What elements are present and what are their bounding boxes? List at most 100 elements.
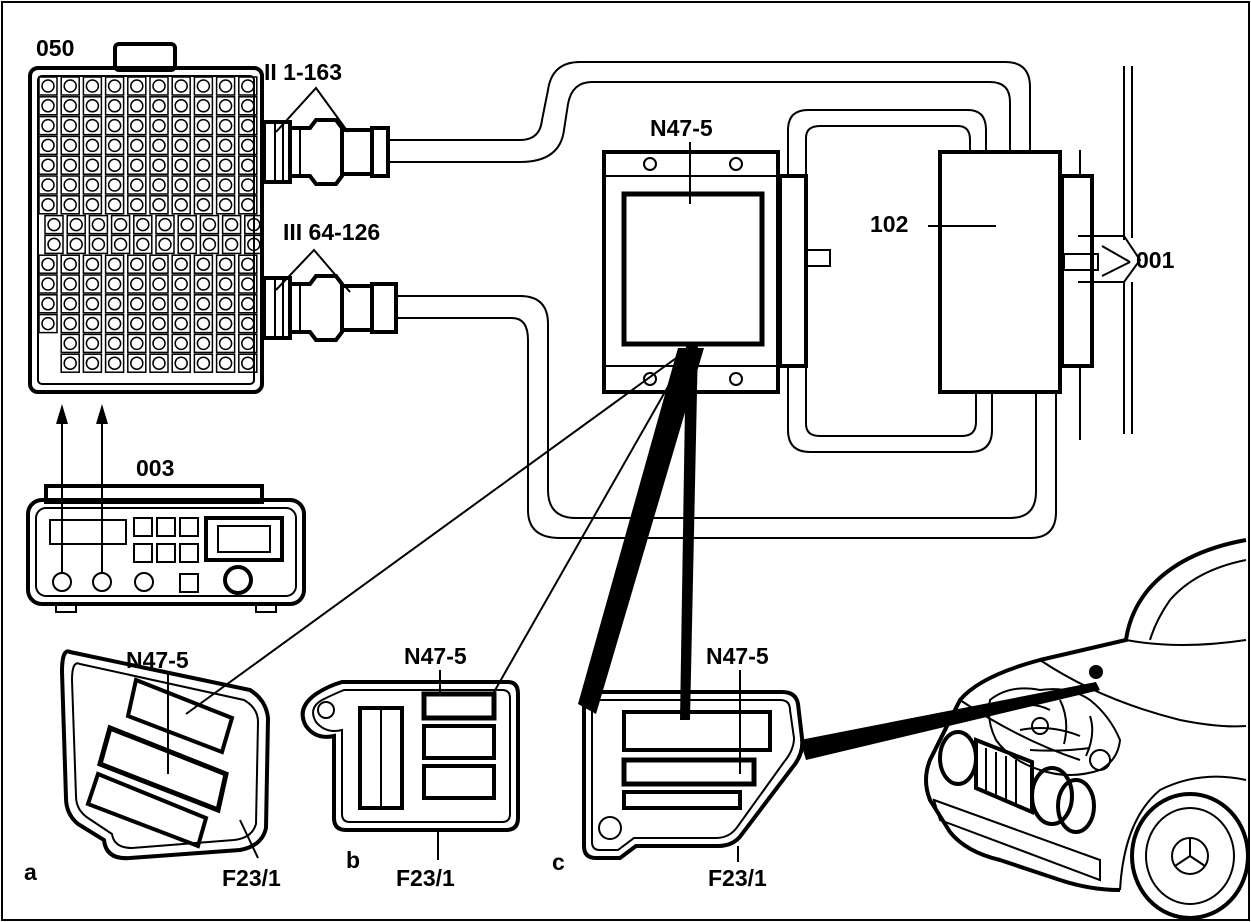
socket-cell <box>215 155 236 175</box>
socket-cell <box>199 214 220 235</box>
socket-cell <box>127 333 147 354</box>
socket-hole <box>174 257 188 271</box>
socket-hole <box>69 217 83 232</box>
variant-a-letter: a <box>24 859 37 885</box>
socket-hole <box>107 118 122 133</box>
socket-hole <box>152 336 166 351</box>
socket-cell <box>60 333 80 354</box>
socket-cell <box>66 214 86 235</box>
socket-hole <box>152 118 166 133</box>
socket-cell <box>104 294 125 314</box>
socket-hole <box>136 237 150 252</box>
socket-hole <box>196 198 211 212</box>
socket-hole <box>152 99 166 113</box>
socket-hole <box>63 356 77 370</box>
socket-cell <box>215 96 236 116</box>
fuse-box-variant-b <box>300 680 520 832</box>
socket-cell <box>193 135 214 156</box>
socket-hole <box>174 99 188 113</box>
meter-label: 003 <box>136 455 174 481</box>
socket-hole <box>196 99 211 113</box>
socket-hole <box>85 138 100 153</box>
socket-hole <box>130 257 144 271</box>
socket-hole <box>130 118 144 133</box>
variant-c-letter: c <box>552 849 565 875</box>
fuse-box-variant-c <box>582 690 805 860</box>
socket-hole <box>85 198 100 212</box>
car-illustration <box>924 538 1250 920</box>
socket-hole <box>130 158 144 172</box>
socket-hole <box>174 277 188 291</box>
socket-hole <box>130 277 144 291</box>
socket-cell <box>133 214 153 235</box>
socket-cell <box>149 294 169 314</box>
socket-cell <box>127 195 147 215</box>
socket-hole <box>180 237 194 252</box>
multimeter-003 <box>26 484 306 613</box>
socket-cell <box>82 294 103 314</box>
socket-cell <box>60 155 80 175</box>
socket-cell <box>104 313 125 334</box>
socket-cell <box>199 234 220 255</box>
socket-hole <box>196 178 211 192</box>
socket-cell <box>38 76 58 96</box>
socket-cell <box>215 175 236 195</box>
socket-cell <box>82 313 103 334</box>
socket-hole <box>130 198 144 212</box>
test-box-050 <box>28 42 264 394</box>
socket-cell <box>38 274 58 294</box>
socket-hole <box>196 257 211 271</box>
socket-cell <box>171 254 191 274</box>
socket-hole <box>41 316 55 331</box>
socket-cell <box>244 234 264 255</box>
socket-hole <box>218 178 233 192</box>
socket-hole <box>107 79 122 93</box>
socket-cell <box>104 96 125 116</box>
socket-cell <box>127 294 147 314</box>
socket-hole <box>152 257 166 271</box>
socket-cell <box>193 115 214 136</box>
socket-cell <box>38 254 58 274</box>
socket-cell <box>221 234 242 255</box>
socket-cell <box>149 155 169 175</box>
socket-hole <box>174 356 188 370</box>
socket-hole <box>63 297 77 311</box>
socket-hole <box>218 297 233 311</box>
module-102 <box>938 150 1099 440</box>
socket-hole <box>107 138 122 153</box>
adapter-label: 001 <box>1136 247 1175 273</box>
socket-hole <box>174 79 188 93</box>
socket-hole <box>152 158 166 172</box>
socket-hole <box>130 99 144 113</box>
module-link <box>806 249 831 267</box>
socket-hole <box>152 79 166 93</box>
socket-cell <box>149 175 169 195</box>
socket-cell <box>60 96 80 116</box>
socket-grid <box>38 76 264 373</box>
socket-hole <box>85 178 100 192</box>
socket-hole <box>69 237 83 252</box>
socket-cell <box>82 175 103 195</box>
socket-cell <box>149 353 169 373</box>
socket-cell <box>60 254 80 274</box>
socket-hole <box>41 297 55 311</box>
socket-hole <box>41 118 55 133</box>
socket-hole <box>152 138 166 153</box>
socket-cell <box>82 195 103 215</box>
socket-cell <box>38 195 58 215</box>
socket-hole <box>85 336 100 351</box>
socket-cell <box>238 333 258 354</box>
socket-cell <box>104 155 125 175</box>
socket-cell <box>60 76 80 96</box>
socket-hole <box>218 118 233 133</box>
socket-cell <box>171 333 191 354</box>
socket-cell <box>193 274 214 294</box>
socket-cell <box>104 353 125 373</box>
socket-hole <box>196 158 211 172</box>
variant-a-box-label: F23/1 <box>222 865 281 891</box>
socket-cell <box>238 76 258 96</box>
socket-cell <box>171 96 191 116</box>
socket-cell <box>38 155 58 175</box>
socket-hole <box>107 336 122 351</box>
